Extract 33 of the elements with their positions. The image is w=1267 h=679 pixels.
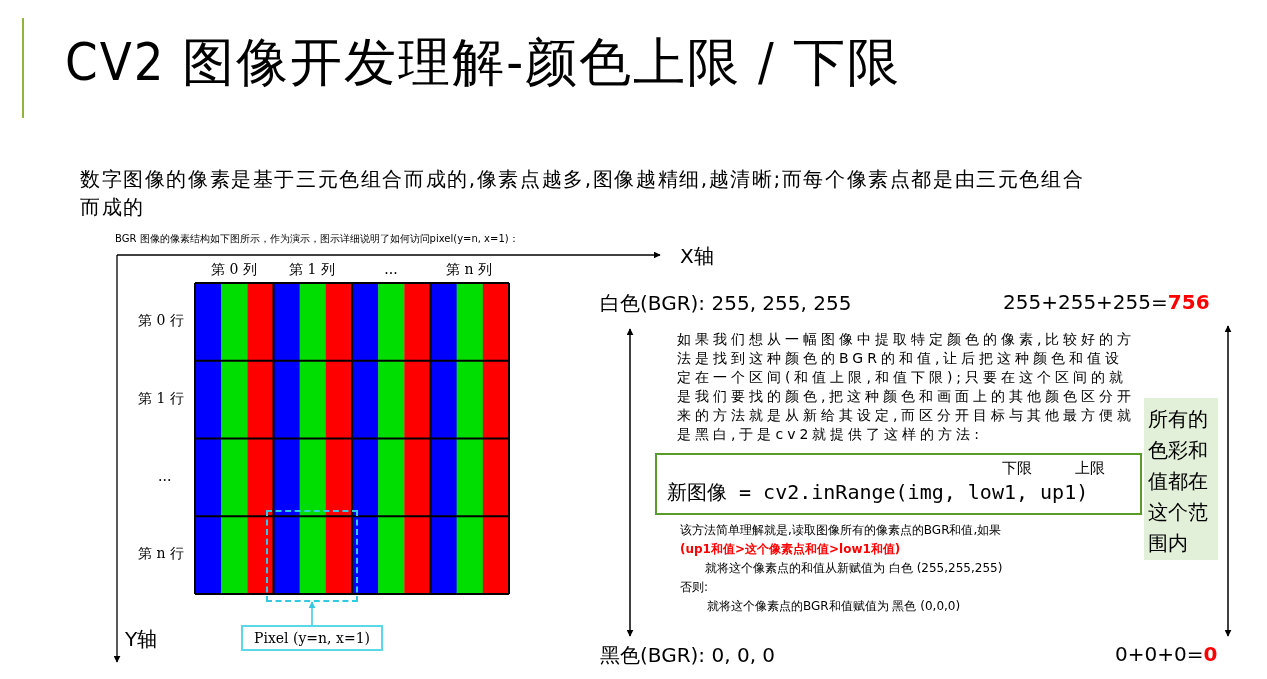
column-header: ... <box>383 261 399 277</box>
row-header: ... <box>158 468 172 484</box>
explanation-text: 就将这个像素点的和值从新赋值为 白色 (255,255,255) <box>705 560 1003 577</box>
row-header: 第 0 行 <box>138 312 184 330</box>
sum-label: 0+0+0=0 <box>1115 642 1218 666</box>
column-header: 第 0 列 <box>210 261 258 279</box>
explanation-paragraph: 如果我们想从一幅图像中提取特定颜色的像素,比较好的方法是找到这种颜色的BGR的和值,让后把这种颜色和值设定在一个区间(和值上限,和值下限);只要在这个区间的就是我们要找的颜色,把这种颜色和画面上的其他颜色区分开来的方法就是从新给其设定,而区分开目标与其他最方便就是黑白,于是cv2就提供了这样的方法: <box>677 330 1137 444</box>
explanation-text: 否则: <box>680 579 709 596</box>
arrow <box>308 601 316 626</box>
annotation-label: 上限 <box>1075 459 1105 478</box>
condition-text: (up1和值>这个像素点和值>low1和值) <box>680 541 901 558</box>
column-header: 第 1 列 <box>288 261 336 279</box>
sum-label: 255+255+255=756 <box>1003 290 1210 314</box>
intro-paragraph: 数字图像的像素是基于三元色组合而成的,像素点越多,图像越精细,越清晰;而每个像素点都是由三元色组合而成的 <box>80 166 1086 221</box>
column-header: 第 n 列 <box>445 261 493 279</box>
value-label: 白色(BGR): 255, 255, 255 <box>600 290 852 317</box>
explanation-text: 该方法简单理解就是,读取图像所有的像素点的BGR和值,如果 <box>680 522 1002 539</box>
annotation-label: 下限 <box>1002 459 1032 478</box>
explanation-text: 就将这个像素点的BGR和值赋值为 黑色 (0,0,0) <box>707 598 961 615</box>
note-box: 所有的色彩和值都在这个范围内 <box>1144 398 1218 560</box>
double-arrow <box>626 328 634 637</box>
selection-box <box>266 510 358 602</box>
double-arrow <box>1224 325 1232 637</box>
formula-text: 新图像 = cv2.inRange(img, low1, up1) <box>667 479 1089 506</box>
pixel-label-box: Pixel (y=n, x=1) <box>241 625 383 651</box>
axis-label: Y轴 <box>125 626 158 653</box>
row-header: 第 1 行 <box>138 390 184 408</box>
value-label: 黑色(BGR): 0, 0, 0 <box>600 642 776 669</box>
slide-title: CV2 图像开发理解-颜色上限 / 下限 <box>65 31 901 94</box>
formula-box <box>655 453 1142 515</box>
caption-text: BGR 图像的像素结构如下图所示，作为演示，图示详细说明了如何访问pixel(y=n, x=1)： <box>115 232 519 246</box>
axis-label: X轴 <box>680 243 714 270</box>
row-header: 第 n 行 <box>138 545 184 563</box>
